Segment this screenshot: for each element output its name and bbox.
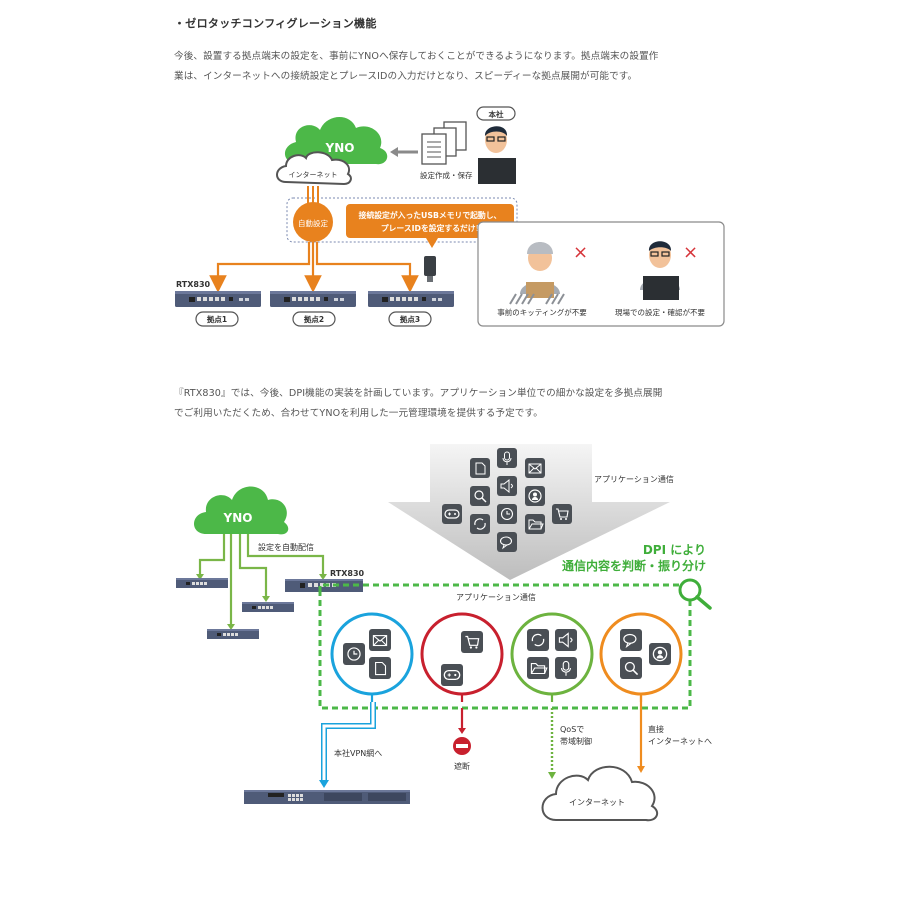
- dpi-label: DPI により: [643, 543, 706, 557]
- auto-config-label: 自動設定: [298, 218, 328, 228]
- block-label: 遮断: [454, 761, 470, 771]
- yno-label: YNO: [223, 511, 253, 525]
- dpi-label: 通信内容を判断・振り分け: [562, 558, 706, 573]
- speaker-icon: [497, 476, 517, 496]
- app-icon-cluster: [442, 448, 572, 552]
- qos-label: QoSで: [560, 725, 584, 734]
- internet-label: インターネット: [569, 798, 625, 807]
- contact-icon: [525, 486, 545, 506]
- distribute-lines: [198, 534, 325, 626]
- group-vpn: [330, 612, 414, 702]
- paragraph-line: 『RTX830』では、今後、DPI機能の実装を計画しています。アプリケーション単…: [174, 388, 663, 399]
- group-direct: [599, 612, 683, 702]
- x-mark-icon: ×: [683, 242, 698, 263]
- usb-callout: [346, 204, 514, 238]
- paragraph-line: 今後、設置する拠点端末の設定を、事前にYNOへ保存しておくことができるようになり…: [174, 51, 659, 62]
- auto-config-circle: [293, 202, 333, 242]
- hq-person-icon: [478, 126, 516, 184]
- dpi-diagram: アプリケーション通信 YNO 設定を自動配信 RTX830 DPI により 通信…: [176, 444, 712, 822]
- router-site-2: [270, 291, 356, 307]
- yno-label: YNO: [325, 141, 355, 155]
- unneeded-label: 事前のキッティングが不要: [497, 307, 587, 317]
- dpi-boundary: [318, 583, 692, 710]
- search-icon: [470, 486, 490, 506]
- app-traffic-inner-label: アプリケーション通信: [456, 592, 536, 602]
- sync-icon: [527, 629, 549, 651]
- usb-memory-icon: [424, 256, 436, 282]
- hq-badge: [476, 106, 516, 121]
- folder-icon: [525, 514, 545, 534]
- traffic-groups: [330, 612, 683, 702]
- callout-line: プレースIDを設定するだけ!: [381, 223, 479, 233]
- mic-icon: [555, 657, 577, 679]
- folder-icon: [527, 657, 549, 679]
- gamepad-icon: [442, 504, 462, 524]
- site-label: 拠点2: [304, 314, 324, 324]
- group-block: [420, 612, 504, 702]
- save-label: 設定作成・保存: [420, 170, 473, 180]
- clock-icon: [497, 504, 517, 524]
- mic-icon: [497, 448, 517, 468]
- section-heading: ・ゼロタッチコンフィグレーション機能: [174, 17, 377, 30]
- site-label: 拠点1: [207, 314, 227, 324]
- paragraph-line: 業は、インターネットへの接続設定とプレースIDの入力だけとなり、スピーディーな拠…: [174, 71, 638, 82]
- document-icon: [369, 657, 391, 679]
- distribution-arrows: [209, 242, 419, 293]
- callout-line: 接続設定が入ったUSBメモリで起動し、: [359, 210, 502, 220]
- kitting-worker-icon: [509, 242, 565, 305]
- x-mark-icon: ×: [573, 242, 588, 263]
- vpn-label: 本社VPN網へ: [334, 748, 382, 758]
- direct-label: 直接: [648, 724, 664, 734]
- qos-label: 帯域制御: [560, 736, 592, 746]
- router-model-label: RTX830: [330, 569, 365, 578]
- app-traffic-label: アプリケーション通信: [594, 474, 674, 484]
- paragraph-line: でご利用いただくため、合わせてYNOを利用した一元管理環境を提供する予定です。: [174, 408, 543, 419]
- speaker-icon: [555, 629, 577, 651]
- magnifier-icon: [678, 578, 712, 610]
- site-badges: 拠点1 拠点2 拠点3: [195, 311, 432, 327]
- unneeded-label: 現場での設定・確認が不要: [615, 307, 705, 317]
- sync-icon: [470, 514, 490, 534]
- auto-config-panel: [286, 197, 518, 243]
- mail-icon: [525, 458, 545, 478]
- direct-label: インターネットへ: [648, 737, 712, 746]
- traffic-arrow: [388, 444, 670, 580]
- clock-icon: [343, 643, 365, 665]
- router-model-label: RTX830: [176, 280, 211, 289]
- yno-cloud: YNO: [194, 486, 289, 535]
- branch-router: [176, 578, 228, 588]
- chat-icon: [497, 532, 517, 552]
- zero-touch-diagram: YNO インターネット 設定作成・保存 本社 自動設定 接続設定が入ったUSBメ…: [175, 106, 725, 327]
- chat-icon: [620, 629, 642, 651]
- intro-paragraph: 今後、設置する拠点端末の設定を、事前にYNOへ保存しておくことができるようになり…: [174, 47, 734, 87]
- internet-cloud: インターネット: [276, 151, 352, 186]
- group-qos: [510, 612, 594, 702]
- auto-distribute-label: 設定を自動配信: [258, 542, 314, 552]
- field-engineer-icon: [640, 241, 680, 300]
- cart-icon: [461, 631, 483, 653]
- router-site-1: [175, 291, 261, 307]
- hq-router: [244, 790, 410, 804]
- document-icon: [470, 458, 490, 478]
- mail-icon: [369, 629, 391, 651]
- site-label: 拠点3: [400, 314, 420, 324]
- router-site-3: [368, 291, 454, 307]
- document-stack-icon: [421, 121, 467, 165]
- hq-label: 本社: [488, 109, 504, 119]
- internet-label: インターネット: [289, 170, 338, 179]
- gamepad-icon: [441, 664, 463, 686]
- internet-cloud: インターネット: [541, 765, 659, 822]
- cart-icon: [552, 504, 572, 524]
- search-icon: [620, 657, 642, 679]
- dpi-paragraph: 『RTX830』では、今後、DPI機能の実装を計画しています。アプリケーション単…: [174, 384, 734, 424]
- contact-icon: [649, 643, 671, 665]
- branch-router: [207, 629, 259, 639]
- group-circle-qos: [510, 612, 594, 696]
- branch-router: [242, 602, 294, 612]
